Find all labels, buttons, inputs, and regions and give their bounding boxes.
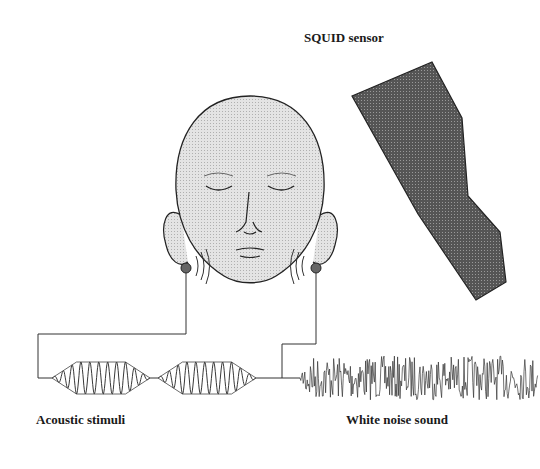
nose (236, 192, 262, 234)
noise-signal (300, 356, 538, 400)
noise-label: White noise sound (346, 412, 448, 428)
brow (267, 173, 296, 176)
eye (268, 186, 294, 190)
stimulus-label: Acoustic stimuli (36, 412, 125, 428)
wire (256, 378, 282, 379)
earphone (311, 263, 321, 273)
envelope (52, 362, 150, 394)
wire (282, 273, 316, 378)
sensor-label: SQUID sensor (304, 30, 384, 46)
sound-wave (196, 249, 210, 284)
envelope (158, 362, 256, 394)
wire (150, 378, 158, 379)
brow (204, 173, 233, 176)
mouth (236, 248, 264, 258)
earphone (181, 263, 191, 273)
tone-burst (158, 362, 256, 394)
head (176, 96, 324, 283)
squid-sensor (352, 62, 506, 300)
sound-wave (291, 249, 305, 284)
tone-burst (52, 362, 150, 394)
eye (206, 186, 232, 190)
